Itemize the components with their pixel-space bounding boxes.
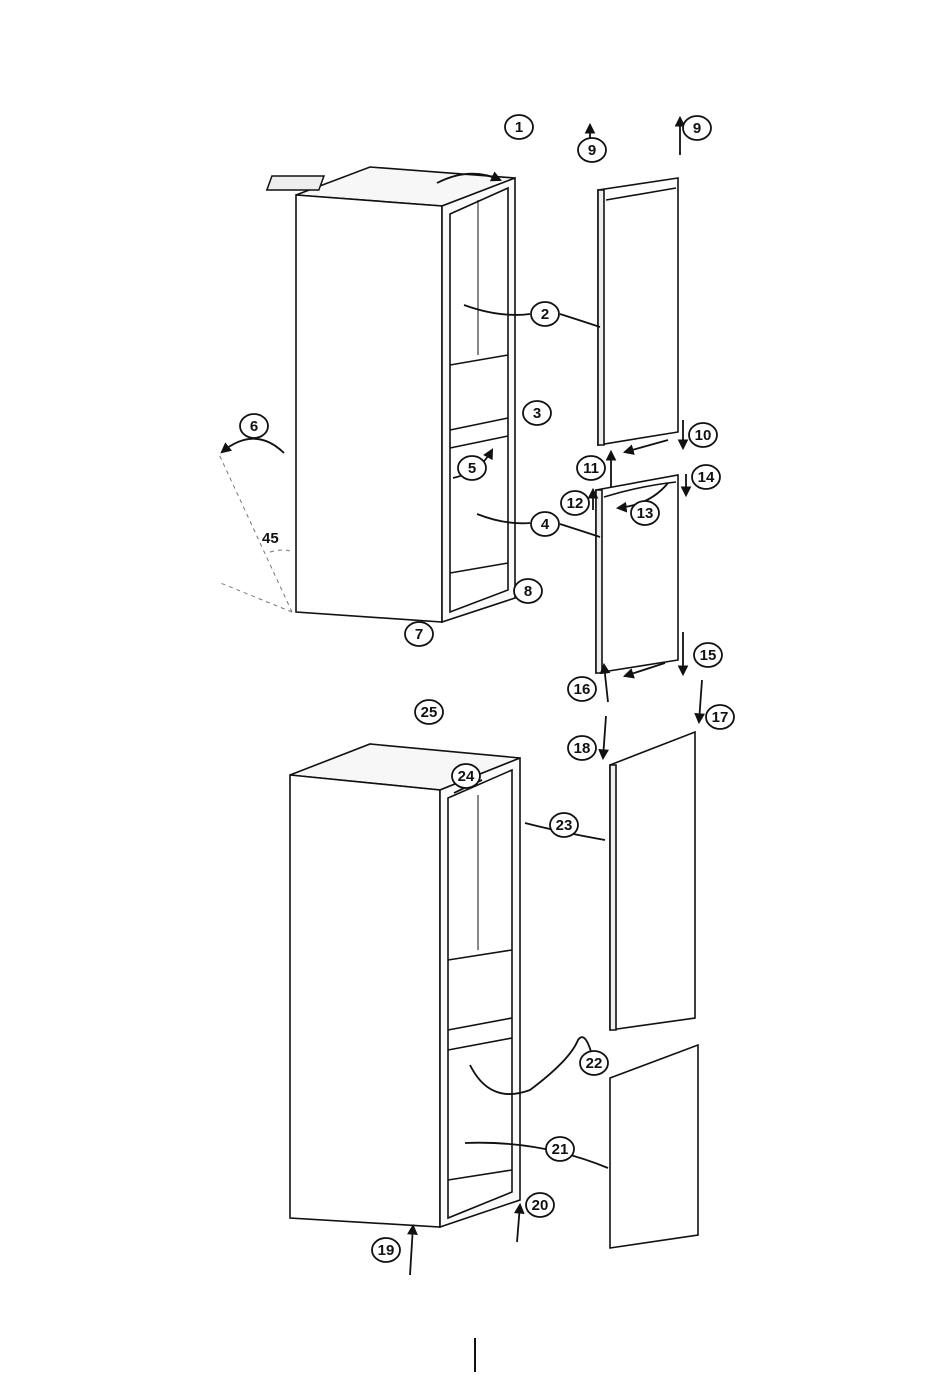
callout-5: 5 [458,456,486,480]
callout-25: 25 [415,700,443,724]
callout-label: 25 [421,704,438,721]
callout-label: 4 [541,516,550,533]
page-divider [474,1338,476,1372]
callout-label: 5 [468,460,476,477]
callout-label: 9 [693,120,701,137]
callout-label: 22 [586,1055,603,1072]
callout-label: 20 [532,1197,549,1214]
callout-8: 8 [514,579,542,603]
callout-4: 4 [531,512,559,536]
callout-17: 17 [706,705,734,729]
callout-1: 1 [505,115,533,139]
upper-door-bottom [610,732,695,1030]
callout-label: 8 [524,583,532,600]
callout-9: 9 [683,116,711,140]
lower-door-bottom [610,1045,698,1248]
callout-7: 7 [405,622,433,646]
callout-21: 21 [546,1137,574,1161]
callout-label: 9 [588,142,596,159]
callout-9: 9 [578,138,606,162]
callout-label: 3 [533,405,541,422]
callout-18: 18 [568,736,596,760]
callout-label: 2 [541,306,549,323]
fridge-cabinet-top [267,167,515,622]
callout-6: 6 [240,414,268,438]
callout-label: 6 [250,418,258,435]
callout-16: 16 [568,677,596,701]
callout-label: 10 [695,427,712,444]
upper-door-top [598,178,678,445]
fridge-cabinet-bottom [290,744,520,1227]
callout-10: 10 [689,423,717,447]
callout-14: 14 [692,465,720,489]
callout-11: 11 [577,456,605,480]
callout-19: 19 [372,1238,400,1262]
callout-label: 15 [700,647,717,664]
callout-label: 23 [556,817,573,834]
callout-label: 21 [552,1141,569,1158]
callout-22: 22 [580,1051,608,1075]
callout-24: 24 [452,764,480,788]
callout-20: 20 [526,1193,554,1217]
callout-label: 7 [415,626,423,643]
callout-label: 24 [458,768,475,785]
callout-13: 13 [631,501,659,525]
door-swing-angle [218,452,292,612]
callout-label: 16 [574,681,591,698]
callout-label: 13 [637,505,654,522]
angle-label: 45 [262,530,279,547]
callout-label: 17 [712,709,729,726]
callout-15: 15 [694,643,722,667]
callout-2: 2 [531,302,559,326]
callout-label: 12 [567,495,584,512]
callout-12: 12 [561,491,589,515]
callout-label: 1 [515,119,523,136]
callout-label: 11 [583,460,599,477]
callout-23: 23 [550,813,578,837]
callout-label: 14 [698,469,715,486]
callout-3: 3 [523,401,551,425]
callout-label: 18 [574,740,591,757]
callout-label: 19 [378,1242,395,1259]
